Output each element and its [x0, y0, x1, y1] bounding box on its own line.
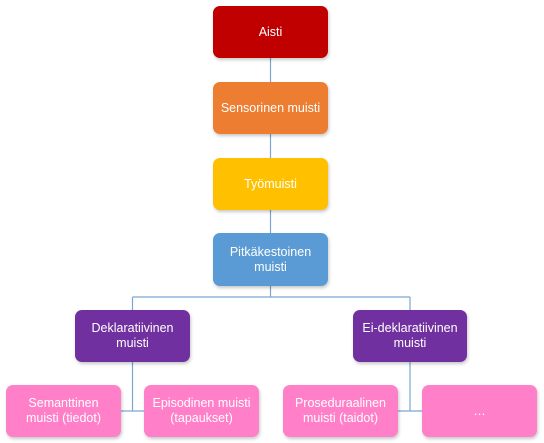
node-tyomuisti: Työmuisti — [213, 158, 328, 210]
node-proseduraalinen-muisti: Proseduraalinen muisti (taidot) — [283, 385, 398, 437]
node-aisti-label: Aisti — [258, 24, 283, 39]
node-ei-deklaratiivinen-muisti: Ei-deklaratiivinen muisti — [353, 310, 467, 362]
node-episodinen-label: Episodinen muisti (tapaukset) — [152, 396, 251, 425]
node-pitkakestoinen-label: Pitkäkestoinen muisti — [229, 244, 312, 274]
node-episodinen-muisti: Episodinen muisti (tapaukset) — [144, 385, 259, 437]
node-semanttinen-label: Semanttinen muisti (tiedot) — [25, 396, 102, 425]
node-more: … — [422, 385, 537, 437]
node-proseduraalinen-label: Proseduraalinen muisti (taidot) — [294, 396, 387, 425]
node-more-label: … — [473, 403, 486, 418]
node-sensorinen-label: Sensorinen muisti — [220, 100, 321, 115]
node-sensorinen-muisti: Sensorinen muisti — [213, 82, 328, 134]
node-pitkakestoinen-muisti: Pitkäkestoinen muisti — [213, 233, 328, 286]
node-tyomuisti-label: Työmuisti — [244, 176, 297, 191]
node-ei-deklaratiivinen-label: Ei-deklaratiivinen muisti — [362, 321, 458, 350]
node-deklaratiivinen-label: Deklaratiivinen muisti — [91, 321, 174, 350]
node-deklaratiivinen-muisti: Deklaratiivinen muisti — [75, 310, 190, 362]
node-aisti: Aisti — [213, 6, 328, 58]
node-semanttinen-muisti: Semanttinen muisti (tiedot) — [6, 385, 121, 437]
